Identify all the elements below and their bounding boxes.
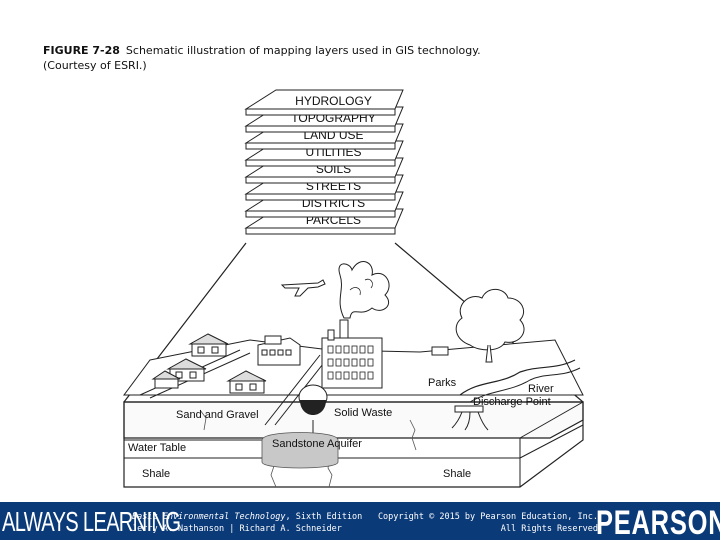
label-water-table: Water Table [128, 442, 186, 454]
label-river: River [528, 383, 554, 395]
label-shale-left: Shale [142, 468, 170, 480]
rock-crack-3 [409, 419, 417, 451]
figure-label: FIGURE 7-28 [43, 44, 120, 57]
sandstone-aquifer [261, 432, 339, 469]
block-right-top [519, 401, 584, 439]
caption-text: Schematic illustration of mapping layers… [125, 44, 481, 57]
label-shale-right: Shale [443, 468, 471, 480]
gis-layers-diagram: PARCELSDISTRICTSSTREETSSOILSUTILITIESLAN… [123, 89, 584, 488]
house-3 [226, 370, 267, 394]
pearson-logo: PEARSON [596, 504, 720, 542]
rock-crack-4 [199, 409, 207, 431]
river-channel [459, 359, 576, 396]
smoke-swirl [349, 278, 373, 296]
label-solid-waste: Solid Waste [334, 407, 392, 419]
park-bench [431, 346, 449, 356]
book-info: Basic Environmental Technology, Sixth Ed… [132, 511, 362, 535]
discharge-pipe [451, 405, 489, 431]
always-learning-tagline: ALWAYS LEARNING [2, 506, 181, 537]
road-3 [264, 354, 321, 426]
book-edition: , Sixth Edition [285, 512, 363, 522]
tree-icon [455, 288, 525, 363]
smoke-plume [338, 261, 390, 319]
rights-text: All Rights Reserved [500, 524, 598, 534]
solid-waste-site [298, 384, 328, 435]
block-front-face [123, 401, 584, 488]
figure-caption: FIGURE 7-28 Schematic illustration of map… [43, 43, 563, 73]
house-1 [188, 333, 229, 357]
airplane-icon [280, 279, 326, 297]
factory-windows [327, 345, 374, 380]
layer-stack: PARCELSDISTRICTSSTREETSSOILSUTILITIESLAN… [244, 89, 404, 235]
footer-bar: ALWAYS LEARNING Basic Environmental Tech… [0, 502, 720, 542]
layer-label: HYDROLOGY [295, 94, 372, 108]
house-4 [151, 370, 181, 389]
caption-credit: (Courtesy of ESRI.) [43, 59, 147, 72]
copyright-info: Copyright © 2015 by Pearson Education, I… [378, 511, 598, 535]
layer-hydrology: HYDROLOGY [244, 89, 404, 116]
river-bank [469, 367, 581, 403]
book-title: Basic Environmental Technology [132, 512, 286, 522]
book-authors: Jerry A. Nathanson | Richard A. Schneide… [132, 524, 342, 534]
label-discharge-point: Discharge Point [473, 396, 551, 408]
block-right-shale [519, 424, 584, 459]
copyright-text: Copyright © 2015 by Pearson Education, I… [377, 512, 598, 522]
label-sand-and-gravel: Sand and Gravel [176, 409, 259, 421]
label-parks: Parks [428, 377, 457, 389]
office-building [257, 335, 301, 366]
label-sandstone-aquifer: Sandstone Aquifer [272, 438, 362, 450]
